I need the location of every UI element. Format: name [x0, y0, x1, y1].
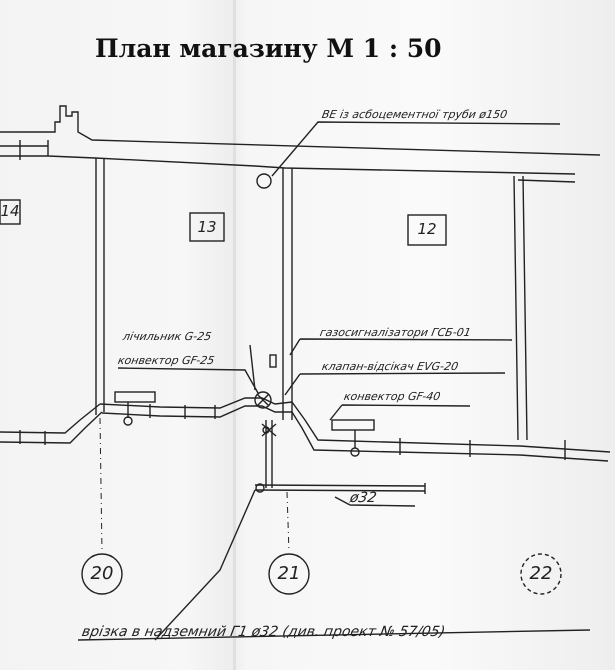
vent-pipe-symbol: [256, 173, 272, 189]
bottom-note: врізка в надземний Г1 ø32 (див. проект №…: [80, 624, 447, 640]
convector-right-label: конвектор GF-40: [342, 390, 442, 403]
pipe-diameter-label: ø32: [348, 490, 378, 506]
floor-line: [0, 401, 611, 453]
outer-wall-top: [0, 105, 601, 156]
convector-right-symbol: [331, 419, 375, 431]
wall-right-top: [517, 179, 576, 183]
gas-meter-symbol: [254, 391, 272, 409]
external-pipe: [254, 484, 426, 487]
room-number-14: 14: [0, 202, 20, 220]
wall-right: [513, 175, 528, 441]
plan-title: План магазину М 1 : 50: [95, 34, 442, 63]
room-number-13: 13: [197, 218, 217, 236]
axis-label-21: 21: [277, 563, 301, 584]
valve-label: клапан-відсікач EVG-20: [320, 360, 460, 373]
room-number-12: 12: [417, 220, 437, 238]
convector-left-symbol: [114, 391, 156, 403]
vent-label: ВЕ із асбоцементної труби ø150: [320, 108, 509, 121]
wall-axis-21: [282, 168, 293, 420]
gas-alarm-label: газосигналізатори ГСБ-01: [318, 326, 472, 339]
wall-axis-20: [95, 158, 105, 415]
convector-left-label: конвектор GF-25: [116, 354, 216, 367]
axis-circle-20: [81, 553, 123, 595]
gas-pipe: [99, 397, 293, 409]
axis-circle-21: [268, 553, 310, 595]
axis-label-22: 22: [529, 563, 553, 584]
paper-fold: [233, 0, 236, 670]
axis-label-20: 20: [90, 563, 114, 584]
gas-riser: [265, 420, 273, 488]
meter-label: лічильник G-25: [121, 330, 213, 343]
axis-circle-22: [520, 553, 562, 595]
